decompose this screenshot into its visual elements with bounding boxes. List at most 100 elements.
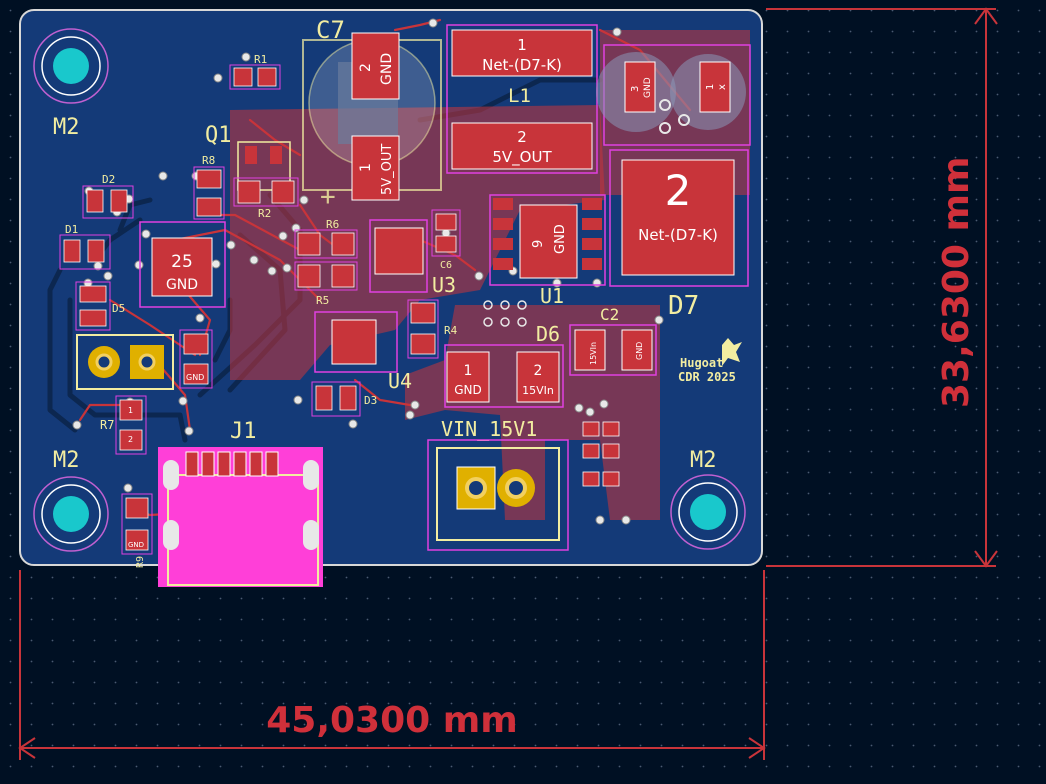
ref-c7: C7 — [316, 16, 345, 44]
component-c6[interactable]: C6 — [431, 209, 461, 271]
svg-text:GND: GND — [635, 342, 644, 360]
svg-text:25: 25 — [171, 252, 193, 272]
component-r2[interactable]: R2 — [233, 177, 299, 220]
svg-text:GND: GND — [186, 373, 204, 382]
svg-text:GND: GND — [379, 53, 395, 85]
component-u3[interactable]: U3 — [369, 219, 456, 297]
pad-c7-2[interactable] — [351, 32, 400, 100]
svg-text:Hugoat: Hugoat — [680, 356, 723, 370]
svg-text:1: 1 — [705, 84, 716, 90]
svg-text:C6: C6 — [440, 260, 452, 271]
pad-d7-2[interactable] — [621, 159, 735, 276]
component-d5[interactable]: D5 — [75, 281, 125, 331]
svg-text:2: 2 — [517, 128, 527, 146]
board-outline — [19, 9, 763, 566]
component-r1[interactable]: R1 — [229, 53, 281, 90]
pad-c2-2[interactable] — [621, 329, 653, 371]
component-l1[interactable]: 1 Net-(D7-K) L1 2 5V_OUT — [446, 24, 598, 174]
component-r9[interactable]: R9 GND — [121, 493, 153, 568]
svg-text:2: 2 — [534, 363, 543, 379]
ref-vin-15v1: VIN_15V1 — [441, 417, 537, 441]
svg-text:R6: R6 — [326, 218, 339, 231]
component-r6[interactable]: R6 — [294, 218, 358, 259]
svg-text:GND: GND — [553, 224, 568, 254]
svg-text:1: 1 — [358, 163, 374, 172]
component-c2[interactable]: C2 15VIn GND — [569, 305, 657, 376]
svg-text:D1: D1 — [65, 223, 78, 236]
svg-text:1: 1 — [464, 363, 473, 379]
component-small-gnd-cap[interactable]: GND — [179, 329, 213, 389]
svg-text:2: 2 — [128, 435, 133, 444]
ref-m2-bottom-left: M2 — [53, 448, 80, 473]
component-d3[interactable]: D3 — [311, 381, 377, 417]
svg-text:1: 1 — [517, 36, 527, 54]
svg-text:15VIn: 15VIn — [522, 384, 554, 397]
pad-u1-9[interactable] — [519, 204, 578, 279]
component-ic-qfn[interactable]: 25 GND — [139, 221, 226, 308]
svg-text:GND: GND — [454, 383, 482, 397]
svg-text:Net-(D7-K): Net-(D7-K) — [638, 226, 718, 244]
dimension-height[interactable] — [766, 7, 998, 568]
component-r4[interactable]: R4 — [407, 299, 458, 359]
ref-d7: D7 — [668, 291, 699, 321]
component-j1[interactable]: J1 — [158, 419, 323, 587]
svg-text:x: x — [717, 84, 728, 90]
ref-d6: D6 — [536, 322, 560, 346]
ref-u4: U4 — [388, 369, 412, 393]
logo-hugoat: Hugoat CDR 2025 — [678, 338, 742, 384]
component-r8[interactable]: R8 — [193, 154, 225, 220]
component-u4[interactable]: U4 — [314, 311, 412, 393]
component-d7[interactable]: 2 Net-(D7-K) D7 — [609, 149, 749, 321]
svg-text:R2: R2 — [258, 207, 271, 220]
svg-text:D2: D2 — [102, 173, 115, 186]
pad-c2-1[interactable] — [574, 329, 606, 371]
svg-text:R8: R8 — [202, 154, 215, 167]
component-q1[interactable]: Q1 — [205, 123, 291, 191]
svg-text:9: 9 — [531, 240, 546, 248]
pad-l1-2[interactable] — [451, 122, 593, 170]
svg-text:R5: R5 — [316, 294, 329, 307]
ref-u3: U3 — [432, 273, 456, 297]
svg-text:R1: R1 — [254, 53, 267, 66]
component-c7[interactable]: C7 + 2 GND 1 5V_OUT — [302, 16, 442, 212]
component-d1[interactable]: D1 — [59, 223, 111, 270]
svg-text:5V_OUT: 5V_OUT — [492, 148, 552, 167]
ref-j1: J1 — [230, 419, 257, 444]
pad-d6-1[interactable] — [446, 351, 490, 403]
svg-text:5V_OUT: 5V_OUT — [380, 144, 395, 195]
ref-m2-bottom-right: M2 — [690, 448, 717, 473]
svg-text:CDR 2025: CDR 2025 — [678, 370, 736, 384]
svg-text:GND: GND — [166, 277, 198, 293]
svg-text:2: 2 — [358, 63, 374, 72]
mounting-hole-bottom-left[interactable] — [33, 476, 109, 552]
pad-l1-1[interactable] — [451, 29, 593, 77]
mounting-hole-top-left[interactable] — [33, 28, 109, 104]
svg-text:Net-(D7-K): Net-(D7-K) — [482, 56, 562, 74]
component-r7[interactable]: R7 1 2 — [100, 395, 147, 455]
component-small-caps-right[interactable] — [582, 421, 620, 487]
svg-text:+: + — [320, 182, 336, 212]
svg-text:1: 1 — [128, 406, 133, 415]
pad-d6-2[interactable] — [516, 351, 560, 403]
component-connector-top-right[interactable]: 3 GND 1 x — [596, 44, 751, 146]
ref-l1: L1 — [508, 85, 531, 107]
component-r5[interactable]: R5 — [294, 261, 358, 307]
svg-text:2: 2 — [665, 166, 692, 215]
dimension-width-label: 45,0300 mm — [266, 700, 518, 741]
component-d2[interactable]: D2 — [82, 173, 134, 219]
pcb-board[interactable]: M2 M2 M2 C7 + 2 GND 1 5V_OUT 1 Net-(D7-K… — [19, 9, 763, 587]
component-d6[interactable]: D6 1 GND 2 15VIn — [444, 322, 564, 408]
svg-text:GND: GND — [643, 77, 653, 98]
svg-text:R7: R7 — [100, 418, 114, 432]
component-tht-connector-left[interactable] — [76, 334, 174, 390]
mounting-hole-bottom-right[interactable] — [670, 474, 746, 550]
pad-ic-25[interactable] — [151, 237, 213, 297]
ref-m2-top-left: M2 — [53, 115, 80, 140]
dimension-width[interactable] — [18, 570, 766, 760]
pad-conn-3[interactable] — [624, 61, 656, 113]
component-vin-15v1[interactable]: VIN_15V1 — [427, 417, 569, 551]
pad-conn-1[interactable] — [699, 61, 731, 113]
component-u1[interactable]: 9 GND U1 — [489, 194, 606, 308]
pad-c7-1[interactable] — [351, 135, 400, 201]
